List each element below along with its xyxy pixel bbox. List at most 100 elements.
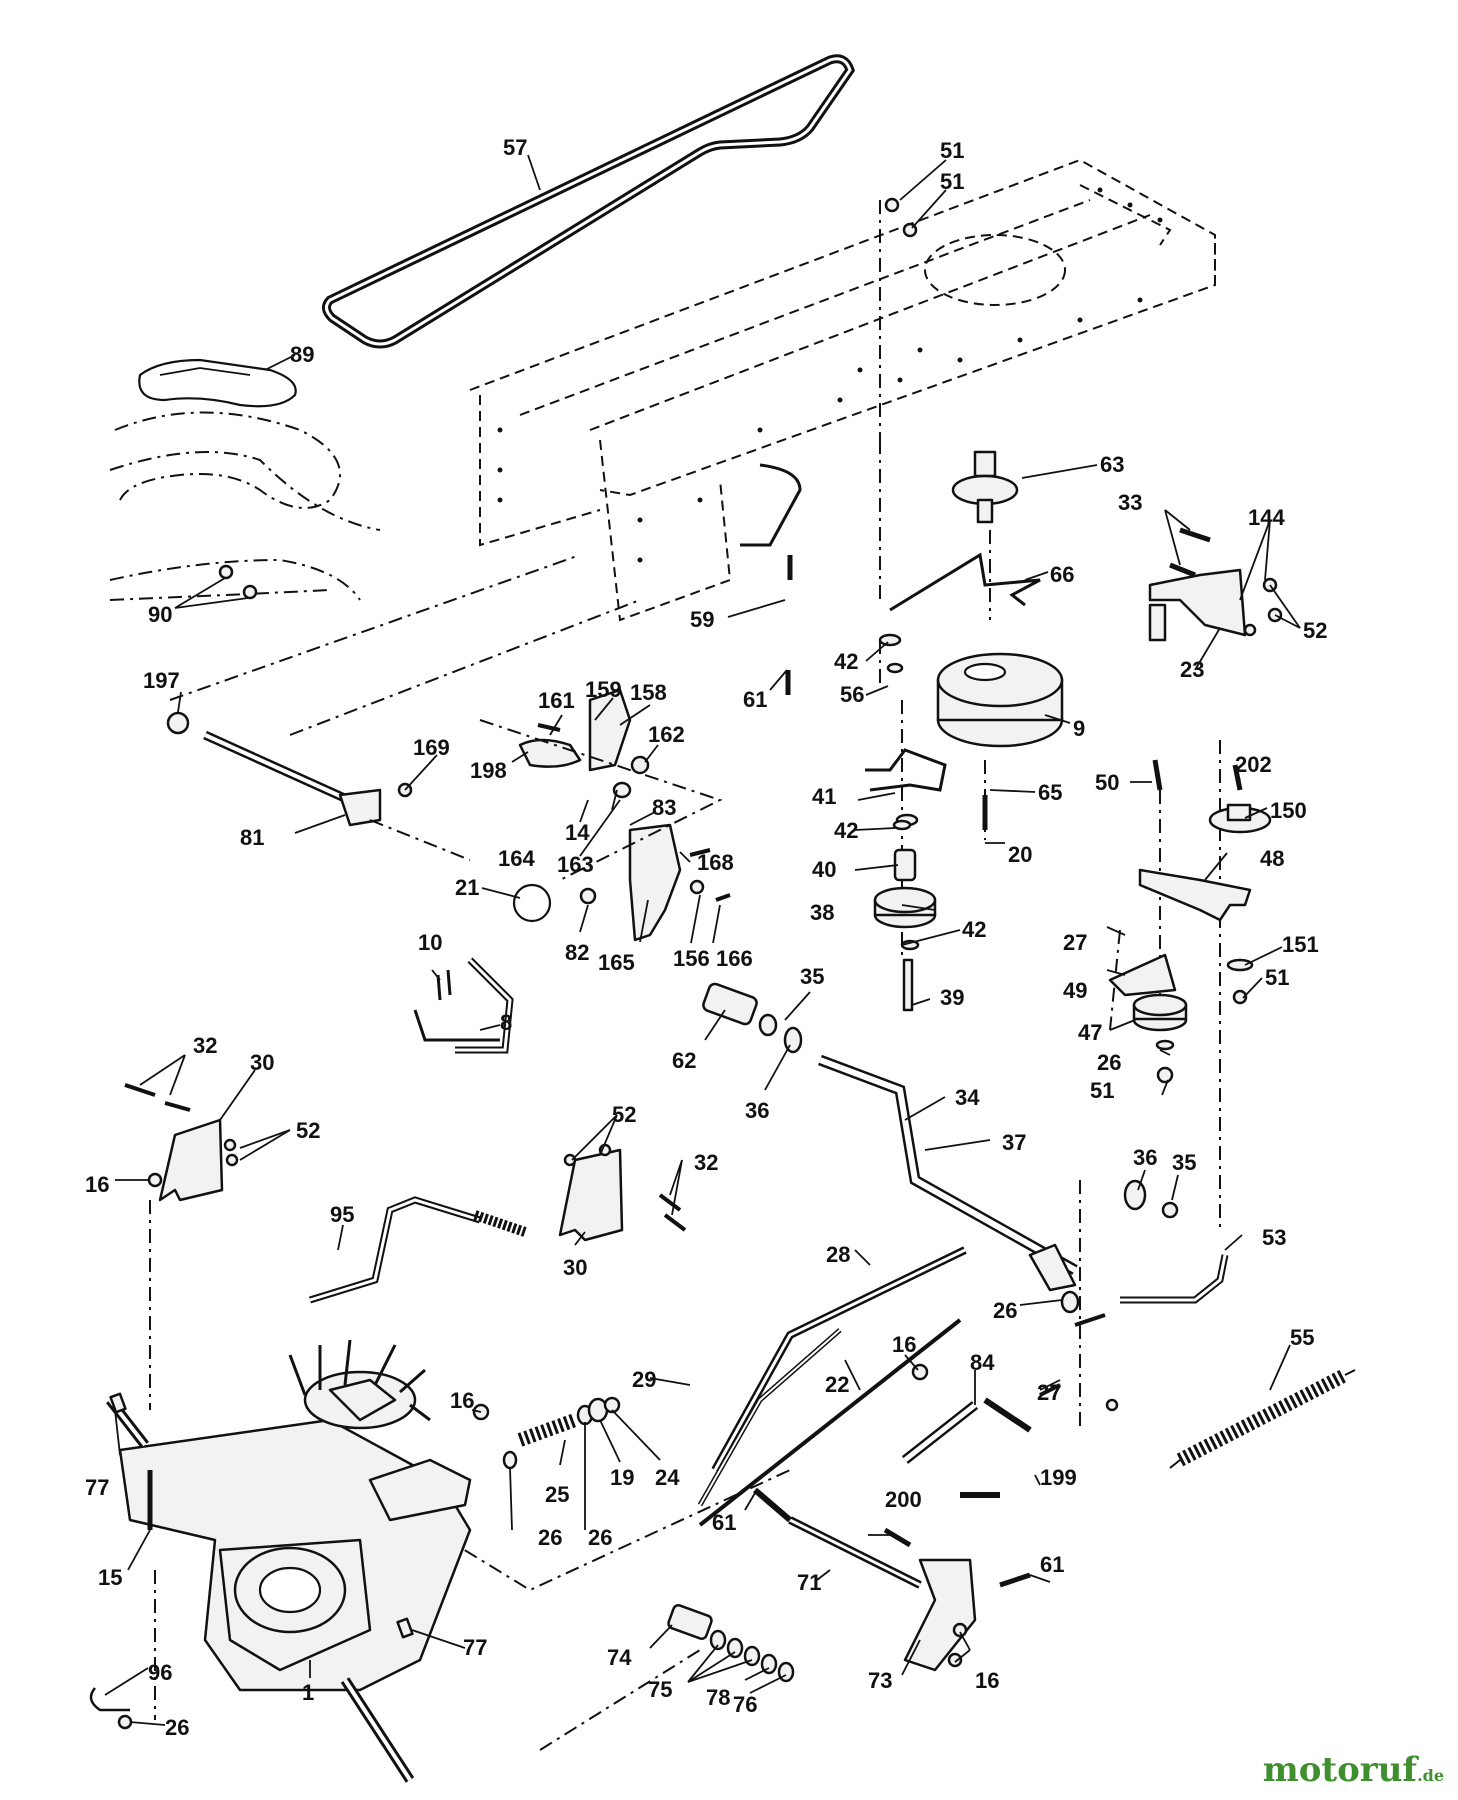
drawing-stroke: [947, 1652, 963, 1668]
callout-158: 158: [630, 680, 667, 705]
drawing-stroke: [637, 557, 643, 563]
drawing-stroke: [264, 354, 296, 371]
bushing-62: [702, 982, 758, 1026]
lever-95: [308, 1196, 527, 1304]
drawing-stroke: [479, 1024, 501, 1031]
callout-65: 65: [1038, 780, 1062, 805]
drawing-stroke: [844, 1359, 861, 1391]
drawing-stroke: [1204, 852, 1228, 881]
drawing-stroke: [455, 958, 512, 1052]
callout-29: 29: [632, 1367, 656, 1392]
drawing-stroke: [124, 1083, 156, 1097]
drawing-stroke: [639, 899, 649, 943]
callout-numbers: 57 51 51 89 63 33 144 66 90 59 42 56 52 …: [85, 135, 1327, 1740]
body-outline: [109, 411, 381, 601]
drawing-stroke: [637, 517, 643, 523]
link-198: [518, 738, 582, 768]
drawing-stroke: [1264, 519, 1271, 581]
callout-21: 21: [455, 875, 479, 900]
drawing-stroke: [963, 662, 1007, 682]
drawing-stroke: [1077, 317, 1083, 323]
callout-16: 16: [892, 1332, 916, 1357]
drawing-stroke: [699, 1329, 841, 1506]
drawing-stroke: [537, 723, 561, 732]
drawing-stroke: [413, 1009, 500, 1042]
callout-89: 89: [290, 342, 314, 367]
drawing-stroke: [865, 685, 889, 696]
drawing-stroke: [177, 691, 182, 713]
callout-32: 32: [694, 1150, 718, 1175]
callout-76: 76: [733, 1692, 757, 1717]
callout-25: 25: [545, 1482, 569, 1507]
callout-151: 151: [1282, 932, 1319, 957]
callout-161: 161: [538, 688, 575, 713]
drawing-stroke: [704, 1009, 726, 1041]
callout-168: 168: [697, 850, 734, 875]
drawing-stroke: [471, 1409, 482, 1413]
link-84: [901, 1397, 1032, 1498]
drawing-stroke: [687, 1644, 719, 1683]
drawing-stroke: [1169, 562, 1196, 578]
drawing-stroke: [164, 1101, 191, 1112]
callout-96: 96: [148, 1660, 172, 1685]
drawing-stroke: [727, 599, 786, 618]
drawing-stroke: [147, 1172, 163, 1188]
drawing-stroke: [902, 958, 914, 1012]
drawing-stroke: [878, 633, 902, 647]
drawing-stroke: [109, 451, 381, 531]
drawing-stroke: [1171, 1174, 1179, 1201]
callout-199: 199: [1040, 1465, 1077, 1490]
drawing-stroke: [411, 1629, 466, 1649]
drawing-stroke: [1106, 926, 1126, 936]
drawing-stroke: [726, 1637, 744, 1659]
callout-202: 202: [1235, 752, 1272, 777]
callout-26: 26: [993, 1298, 1017, 1323]
drawing-stroke: [1039, 1379, 1061, 1391]
callout-200: 200: [885, 1487, 922, 1512]
drawing-stroke: [1060, 1290, 1080, 1314]
drawing-stroke: [1137, 1169, 1146, 1191]
callout-16: 16: [85, 1172, 109, 1197]
drawing-stroke: [1097, 187, 1103, 193]
drawing-stroke: [769, 669, 788, 691]
drawing-stroke: [1079, 184, 1172, 246]
drawing-stroke: [225, 1153, 239, 1167]
drawing-stroke: [976, 498, 994, 524]
callout-61: 61: [1040, 1552, 1064, 1577]
drawing-stroke: [713, 1248, 966, 1471]
drawing-stroke: [1274, 614, 1301, 629]
bracket-23: [1148, 568, 1247, 637]
drawing-stroke: [1226, 803, 1252, 822]
drawing-stroke: [1194, 627, 1221, 671]
drawing-stroke: [983, 1397, 1032, 1433]
callout-163: 163: [557, 852, 594, 877]
drawing-stroke: [649, 1377, 691, 1386]
drawing-stroke: [473, 1210, 527, 1237]
drawing-stroke: [166, 711, 190, 735]
clip-96: [89, 1687, 130, 1712]
drawing-stroke: [901, 1639, 921, 1676]
drawing-stroke: [1127, 202, 1133, 208]
rod-71: [788, 1516, 977, 1672]
callout-74: 74: [607, 1645, 632, 1670]
drawing-stroke: [109, 589, 331, 601]
pedal-8: [413, 883, 552, 1054]
callout-30: 30: [250, 1050, 274, 1075]
drawing-stroke: [904, 1354, 919, 1371]
drawing-stroke: [630, 755, 650, 775]
callout-81: 81: [240, 825, 264, 850]
drawing-stroke: [497, 187, 1163, 563]
drawing-stroke: [325, 57, 852, 346]
bracket-30-lower: [558, 1148, 624, 1242]
drawing-stroke: [818, 1054, 1078, 1275]
drawing-stroke: [404, 754, 438, 791]
drawing-stroke: [328, 1378, 397, 1422]
drawing-stroke: [886, 662, 904, 674]
drawing-stroke: [644, 744, 659, 763]
callout-162: 162: [648, 722, 685, 747]
drawing-stroke: [129, 1721, 166, 1726]
drawing-stroke: [689, 848, 711, 857]
spring-rod-66: [889, 552, 1041, 612]
drawing-stroke: [1269, 584, 1301, 629]
drawing-stroke: [159, 367, 251, 376]
